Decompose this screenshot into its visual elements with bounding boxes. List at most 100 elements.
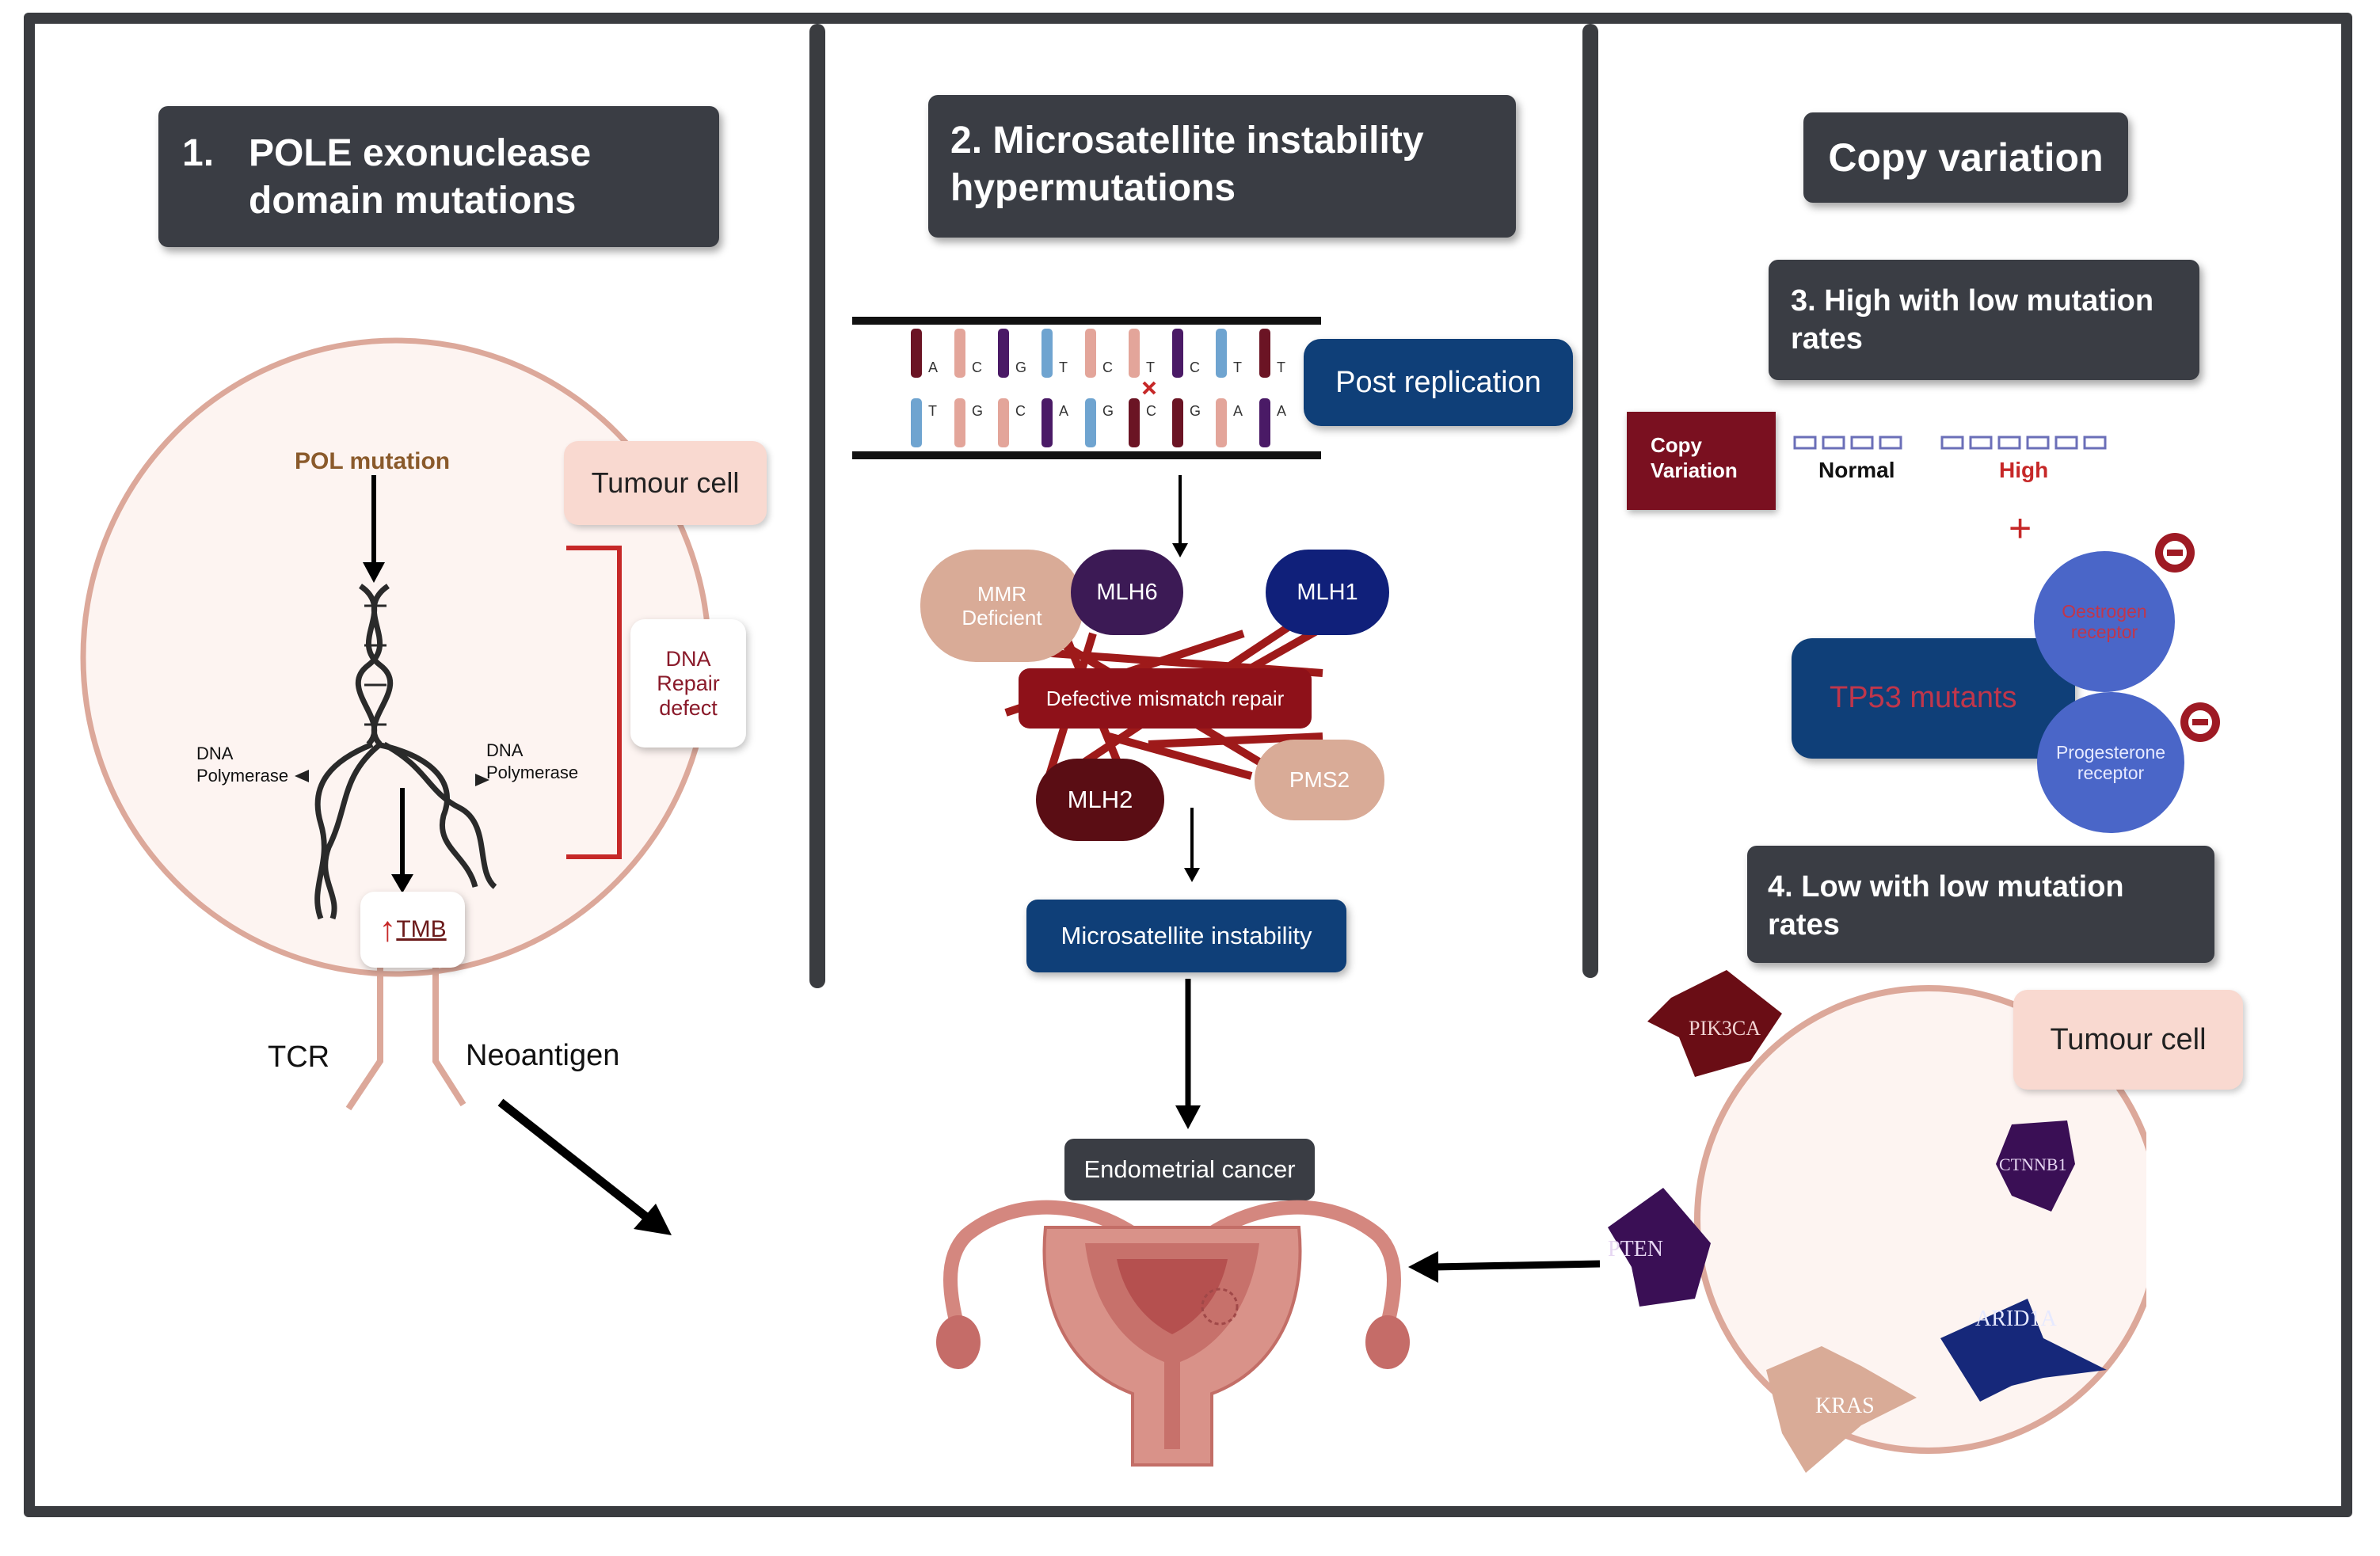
pms2-node: PMS2 bbox=[1255, 740, 1384, 820]
arid1a-icon bbox=[1940, 1299, 2107, 1402]
high-label: High bbox=[1999, 458, 2049, 482]
panel-divider-2 bbox=[1582, 24, 1598, 978]
bottom-base-bar bbox=[1085, 398, 1096, 447]
bottom-base-bar bbox=[1041, 398, 1053, 447]
microsatellite-instability-box: Microsatellite instability bbox=[1026, 900, 1346, 972]
top-base-letter: T bbox=[1146, 360, 1155, 375]
bottom-base-bar bbox=[1259, 398, 1270, 447]
bottom-base-bar bbox=[911, 398, 922, 447]
panel1-header-number: 1. bbox=[182, 132, 215, 174]
kras-icon bbox=[1766, 1346, 1917, 1473]
mlh6-node: MLH6 bbox=[1071, 550, 1183, 635]
polymerase-right-marker bbox=[475, 774, 489, 786]
top-base-bar bbox=[1041, 329, 1053, 378]
msi-to-cancer-arrow bbox=[1175, 979, 1201, 1129]
gene-pik3ca: PIK3CA bbox=[1689, 1017, 1761, 1040]
tcr-label: TCR bbox=[268, 1041, 330, 1074]
top-base-letter: T bbox=[1277, 360, 1285, 375]
top-base-letter: C bbox=[1102, 360, 1113, 375]
copy-variation-box: Copy Variation bbox=[1627, 412, 1776, 510]
dna-polymerase-right-label: DNA Polymerase bbox=[486, 740, 579, 782]
panel2-header-line2: hypermutations bbox=[950, 167, 1236, 209]
bottom-base-bar bbox=[1129, 398, 1140, 447]
pten-to-uterus-arrow bbox=[1408, 1251, 1601, 1283]
tmb-arrow-head bbox=[391, 874, 413, 893]
uterus-illustration bbox=[936, 1200, 1410, 1467]
top-base-bar bbox=[1085, 329, 1096, 378]
tp53-mutants-box: TP53 mutants bbox=[1792, 638, 2075, 759]
up-arrow-icon: ↑ bbox=[379, 910, 397, 949]
endometrial-cancer-box: Endometrial cancer bbox=[1064, 1139, 1315, 1200]
oestrogen-receptor-node: Oestrogen receptor bbox=[2034, 551, 2175, 692]
top-base-bar bbox=[911, 329, 922, 378]
bottom-base-letter: A bbox=[1233, 403, 1243, 419]
top-base-letter: G bbox=[1015, 360, 1026, 375]
right-ovary bbox=[1365, 1315, 1410, 1369]
tmb-tag: ↑ TMB bbox=[360, 892, 465, 968]
progesterone-receptor-node: Progesterone receptor bbox=[2037, 692, 2184, 833]
post-replication-tag: Post replication bbox=[1304, 339, 1573, 426]
gene-ctnnb1: CTNNB1 bbox=[1999, 1155, 2067, 1174]
diagram-frame bbox=[24, 13, 2352, 1517]
mlh2-node: MLH2 bbox=[1036, 759, 1164, 841]
minus-icon-oestrogen bbox=[2155, 533, 2195, 573]
left-ovary bbox=[936, 1315, 981, 1369]
minus-icon-progesterone bbox=[2180, 702, 2220, 742]
bottom-base-letter: C bbox=[1146, 403, 1156, 419]
top-base-letter: A bbox=[928, 360, 938, 375]
panel3-cell-diagram bbox=[1608, 970, 2146, 1473]
normal-label: Normal bbox=[1818, 458, 1895, 482]
bottom-base-letter: G bbox=[1190, 403, 1201, 419]
top-base-letter: T bbox=[1059, 360, 1068, 375]
plus-icon: + bbox=[2009, 506, 2032, 550]
mmr-deficient-node: MMR Deficient bbox=[920, 550, 1083, 662]
panel1-tumour-cell-tag: Tumour cell bbox=[564, 441, 767, 525]
neoantigen-label: Neoantigen bbox=[466, 1039, 620, 1072]
bottom-base-letter: G bbox=[972, 403, 983, 419]
panel1-to-cancer-arrow bbox=[497, 1098, 672, 1235]
panel1-header: 1. POLE exonuclease domain mutations bbox=[158, 106, 719, 247]
ctnnb1-icon bbox=[1996, 1120, 2075, 1212]
gene-kras: KRAS bbox=[1815, 1394, 1875, 1418]
top-base-letter: T bbox=[1233, 360, 1242, 375]
top-base-bar bbox=[998, 329, 1009, 378]
subgroup4-header: 4. Low with low mutation rates bbox=[1747, 846, 2214, 963]
dna-polymerase-left-label: DNA Polymerase bbox=[196, 744, 289, 786]
bottom-base-bar bbox=[1216, 398, 1227, 447]
panel3-header: Copy variation bbox=[1803, 112, 2128, 203]
dna-helix-icon bbox=[314, 584, 497, 920]
panel1-header-line1: POLE exonuclease bbox=[249, 132, 592, 174]
tumour-spot bbox=[1201, 1288, 1239, 1326]
bottom-base-letter: A bbox=[1059, 403, 1068, 419]
bottom-base-letter: A bbox=[1277, 403, 1286, 419]
repair-defect-bracket bbox=[566, 546, 622, 859]
copy-number-blocks bbox=[1793, 436, 2107, 450]
panel2-header: 2. Microsatellite instability hypermutat… bbox=[928, 95, 1516, 238]
top-base-bar bbox=[1129, 329, 1140, 378]
bottom-base-letter: G bbox=[1102, 403, 1114, 419]
bottom-base-letter: C bbox=[1015, 403, 1026, 419]
top-base-bar bbox=[1259, 329, 1270, 378]
dna-repair-defect-tag: DNA Repair defect bbox=[630, 619, 746, 748]
defective-mismatch-repair-box: Defective mismatch repair bbox=[1019, 668, 1312, 729]
bottom-base-bar bbox=[1172, 398, 1183, 447]
panel1-header-line2: domain mutations bbox=[249, 180, 577, 222]
pik3ca-icon bbox=[1647, 970, 1782, 1077]
bottom-base-letter: T bbox=[928, 403, 937, 419]
dna-replication-strands: A C G T C T C T T T G C A G C G A A bbox=[852, 317, 1321, 459]
top-base-letter: C bbox=[1190, 360, 1200, 375]
neoantigen-stalk bbox=[432, 966, 466, 1107]
top-base-bar bbox=[954, 329, 965, 378]
panel1-cell-diagram bbox=[80, 337, 712, 1111]
gene-pten: PTEN bbox=[1608, 1237, 1663, 1261]
mismatch-x-icon bbox=[1142, 381, 1156, 395]
mlh1-node: MLH1 bbox=[1266, 550, 1389, 635]
panel2-header-line1: 2. Microsatellite instability bbox=[950, 120, 1424, 162]
tcr-receptor bbox=[345, 966, 383, 1111]
panel-divider-1 bbox=[809, 24, 825, 988]
top-base-bar bbox=[1216, 329, 1227, 378]
pten-icon bbox=[1608, 1188, 1711, 1307]
polymerase-left-marker bbox=[295, 770, 309, 782]
panel3-tumour-cell-tag: Tumour cell bbox=[2013, 990, 2243, 1090]
top-base-letter: C bbox=[972, 360, 982, 375]
